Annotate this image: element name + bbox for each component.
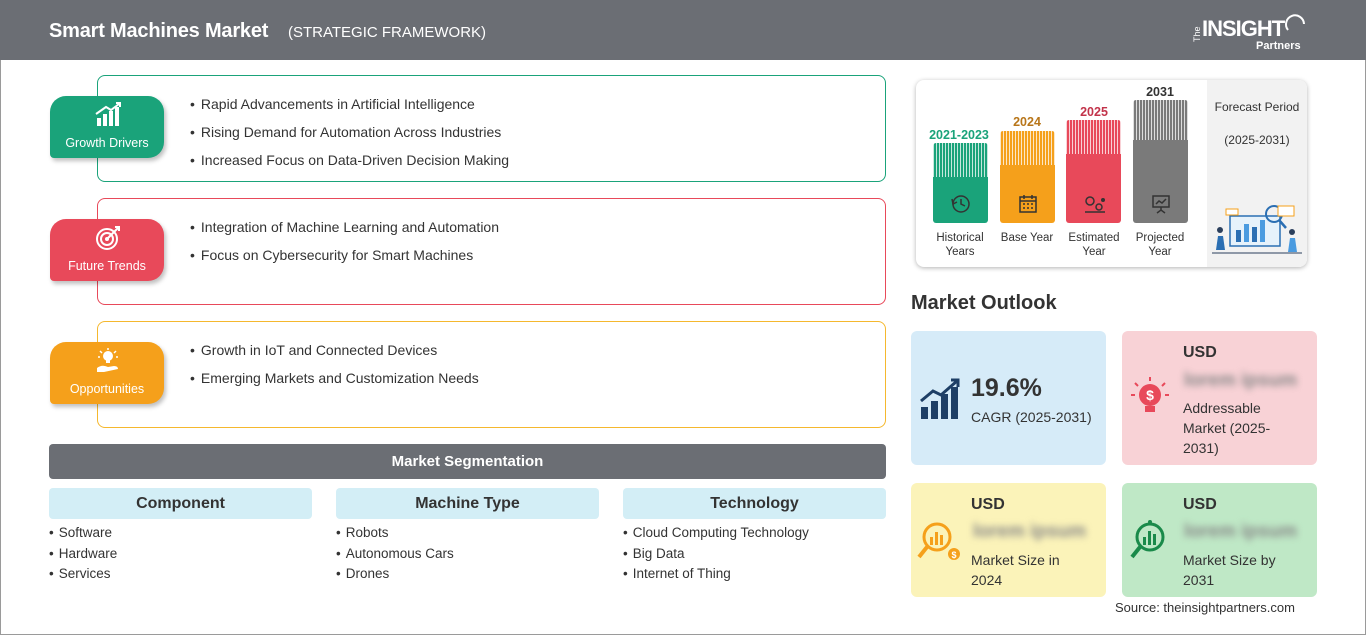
list-item: Emerging Markets and Customization Needs <box>190 370 479 398</box>
growth-drivers-badge: Growth Drivers <box>50 96 164 158</box>
growth-drivers-label: Growth Drivers <box>65 136 149 150</box>
growth-chart-icon <box>920 378 960 419</box>
addressable-label: Addressable Market (2025-2031) <box>1183 400 1271 456</box>
timeline-year: 2021-2023 <box>929 128 989 142</box>
segment-component: Component Software Hardware Services <box>49 488 312 587</box>
idea-dollar-icon: $ <box>1131 377 1169 412</box>
list-item: Growth in IoT and Connected Devices <box>190 342 479 370</box>
future-trends-list: Integration of Machine Learning and Auto… <box>190 219 499 275</box>
list-item: Internet of Thing <box>623 566 886 587</box>
target-icon <box>96 226 120 250</box>
size2031-usd: USD <box>1183 496 1217 513</box>
addressable-market-card: $ USD lorem ipsum Addressable Market (20… <box>1122 331 1317 465</box>
size2024-usd: USD <box>971 496 1005 513</box>
list-item: Drones <box>336 566 599 587</box>
list-item: Cloud Computing Technology <box>623 525 886 546</box>
segment-list: Robots Autonomous Cars Drones <box>336 525 599 587</box>
timeline-label: Historical Years <box>936 232 984 258</box>
market-segmentation-bar: Market Segmentation <box>49 444 886 479</box>
cagr-label: CAGR (2025-2031) <box>971 409 1092 425</box>
forecast-period-title: Forecast Period <box>1214 100 1300 114</box>
size2031-value-blurred: lorem ipsum <box>1184 521 1297 542</box>
opportunities-badge: Opportunities <box>50 342 164 404</box>
presentation-board-icon <box>1152 195 1170 214</box>
forecast-period-range: (2025-2031) <box>1224 133 1290 147</box>
header-bar: Smart Machines Market (STRATEGIC FRAMEWO… <box>0 0 1366 60</box>
chart-magnifier-icon: $ <box>917 522 960 560</box>
timeline-label: Base Year <box>1000 232 1054 244</box>
list-item: Increased Focus on Data-Driven Decision … <box>190 152 509 180</box>
size2024-label: Market Size in 2024 <box>971 552 1060 588</box>
segment-head: Machine Type <box>336 488 599 519</box>
timeline-year: 2031 <box>1146 85 1174 99</box>
opportunities-list: Growth in IoT and Connected Devices Emer… <box>190 342 479 398</box>
addressable-usd: USD <box>1183 344 1217 361</box>
list-item: Rising Demand for Automation Across Indu… <box>190 124 509 152</box>
market-size-2031-card: USD lorem ipsum Market Size by 2031 <box>1122 483 1317 597</box>
logo-the-text: The <box>1192 26 1202 42</box>
timeline-year: 2025 <box>1080 105 1108 119</box>
future-trends-box: Integration of Machine Learning and Auto… <box>97 198 886 305</box>
future-trends-badge: Future Trends <box>50 219 164 281</box>
timeline-bar-historical <box>933 143 988 223</box>
svg-text:$: $ <box>1146 387 1154 403</box>
bar-stripes <box>1066 120 1121 154</box>
logo-arc-icon <box>1285 14 1305 31</box>
timeline-label: Estimated Year <box>1068 232 1120 258</box>
future-trends-label: Future Trends <box>68 259 146 273</box>
timeline-bar-estimated <box>1066 120 1121 223</box>
list-item: Focus on Cybersecurity for Smart Machine… <box>190 247 499 275</box>
segment-head: Component <box>49 488 312 519</box>
page-subtitle: (STRATEGIC FRAMEWORK) <box>288 24 487 41</box>
segment-technology: Technology Cloud Computing Technology Bi… <box>623 488 886 587</box>
size2031-label: Market Size by 2031 <box>1183 552 1276 588</box>
market-size-2024-card: $ USD lorem ipsum Market Size in 2024 <box>911 483 1106 597</box>
history-clock-icon <box>951 195 970 213</box>
insight-partners-logo[interactable]: The INSIGHT Partners <box>1192 10 1312 54</box>
list-item: Big Data <box>623 546 886 567</box>
size2024-value-blurred: lorem ipsum <box>973 521 1086 542</box>
bar-chart-growth-icon <box>95 102 121 126</box>
timeline-label: Projected Year <box>1135 232 1185 258</box>
cagr-value: 19.6% <box>971 374 1042 402</box>
list-item: Rapid Advancements in Artificial Intelli… <box>190 96 509 124</box>
addressable-value-blurred: lorem ipsum <box>1184 370 1297 391</box>
bar-stripes <box>933 143 988 177</box>
segment-head: Technology <box>623 488 886 519</box>
svg-text:$: $ <box>951 550 956 560</box>
list-item: Services <box>49 566 312 587</box>
opportunities-box: Growth in IoT and Connected Devices Emer… <box>97 321 886 428</box>
lightbulb-hand-icon <box>97 348 118 372</box>
list-item: Robots <box>336 525 599 546</box>
list-item: Software <box>49 525 312 546</box>
opportunities-label: Opportunities <box>69 382 145 396</box>
list-item: Hardware <box>49 546 312 567</box>
gears-chart-icon <box>1085 196 1105 213</box>
chart-magnifier-icon <box>1130 520 1165 559</box>
logo-main-text: INSIGHT <box>1202 16 1285 41</box>
logo-sub-text: Partners <box>1256 40 1301 52</box>
segment-list: Software Hardware Services <box>49 525 312 587</box>
bar-stripes <box>1133 100 1188 140</box>
market-outlook-title: Market Outlook <box>911 292 1057 314</box>
timeline-card: 2021-2023 Historical Years 2024 Base Yea… <box>916 80 1307 267</box>
growth-drivers-box: Rapid Advancements in Artificial Intelli… <box>97 75 886 182</box>
segment-machine-type: Machine Type Robots Autonomous Cars Dron… <box>336 488 599 587</box>
timeline-bar-projected <box>1133 100 1188 223</box>
cagr-card: 19.6% CAGR (2025-2031) <box>911 331 1106 465</box>
source-credit[interactable]: Source: theinsightpartners.com <box>1115 600 1295 615</box>
segment-list: Cloud Computing Technology Big Data Inte… <box>623 525 886 587</box>
analytics-team-illustration-icon <box>1212 205 1302 254</box>
growth-drivers-list: Rapid Advancements in Artificial Intelli… <box>190 96 509 180</box>
list-item: Autonomous Cars <box>336 546 599 567</box>
page-title: Smart Machines Market <box>49 20 269 42</box>
calendar-icon <box>1019 195 1037 213</box>
timeline-year: 2024 <box>1013 115 1041 129</box>
list-item: Integration of Machine Learning and Auto… <box>190 219 499 247</box>
bar-stripes <box>1000 131 1055 165</box>
timeline-bar-base <box>1000 131 1055 223</box>
